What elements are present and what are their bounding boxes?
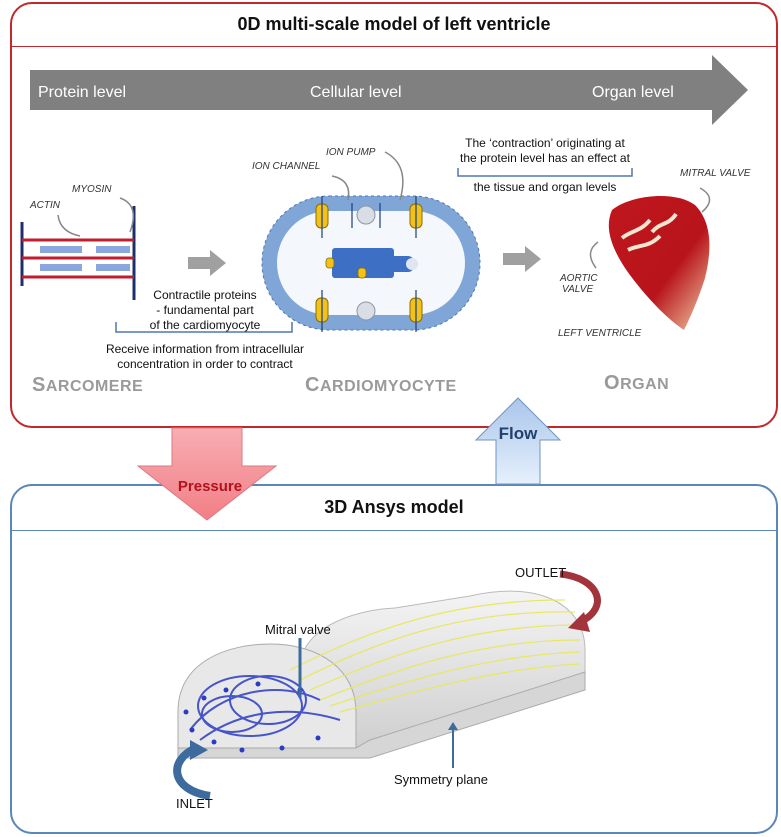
inlet-label: INLET (176, 796, 213, 811)
outlet-label: OUTLET (515, 565, 567, 580)
myosin-label: MYOSIN (72, 184, 112, 195)
title-divider (12, 46, 776, 47)
pressure-label: Pressure (177, 478, 243, 495)
panel-title-0d: 0D multi-scale model of left ventricle (237, 14, 551, 34)
ansys-3d-model (173, 570, 601, 800)
symmetry-plane-label: Symmetry plane (394, 772, 488, 787)
cellular-level-label: Cellular level (310, 84, 402, 101)
contractile-bracket (115, 322, 293, 333)
sarcomere-to-cell-arrow (188, 250, 226, 276)
ion-pump-label: ION PUMP (326, 147, 376, 158)
scale-level-arrow (30, 55, 748, 125)
contraction-bracket (457, 168, 633, 177)
left-ventricle-diagram (589, 187, 711, 330)
contractile-text: Contractile proteins - fundamental part … (149, 288, 261, 332)
panel-title-3d: 3D Ansys model (324, 497, 464, 517)
mitral-valve-label: Mitral valve (265, 622, 331, 637)
cell-to-organ-arrow (503, 246, 541, 272)
protein-level-label: Protein level (38, 84, 127, 101)
mitral-valve-organ-label: MITRAL VALVE (680, 168, 751, 179)
aortic-label: AORTIC (560, 273, 598, 284)
flow-arrow (474, 397, 562, 485)
ion-channel-label: ION CHANNEL (252, 161, 321, 172)
organ-level-label: Organ level (592, 84, 674, 101)
pressure-arrow (136, 427, 278, 521)
contraction-text: The ‘contraction’ originating at the pro… (460, 136, 630, 165)
flow-label: Flow (498, 424, 538, 443)
cardiomyocyte-diagram (261, 151, 481, 332)
receive-text: Receive information from intracellular c… (105, 342, 305, 371)
contraction-text-3: the tissue and organ levels (473, 180, 617, 194)
title-divider (12, 530, 776, 531)
sarcomere-diagram (20, 197, 136, 300)
cardiomyocyte-label: CARDIOMYOCYTE (305, 374, 457, 396)
actin-label: ACTIN (30, 200, 60, 211)
left-ventricle-label: LEFT VENTRICLE (558, 328, 642, 339)
sarcomere-label: SARCOMERE (32, 374, 144, 396)
valve-label: VALVE (562, 284, 594, 295)
organ-label: ORGAN (604, 372, 670, 394)
